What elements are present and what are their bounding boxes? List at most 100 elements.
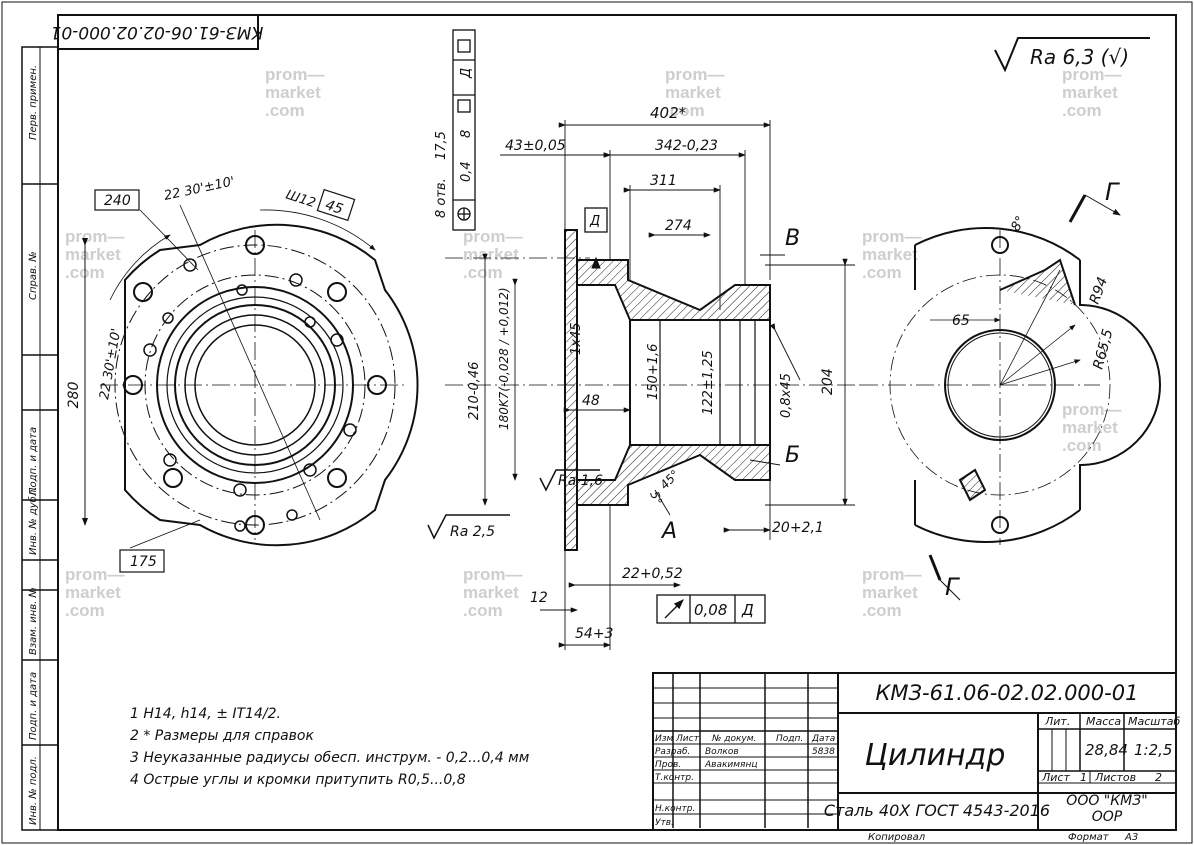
dim-12: 12 (530, 590, 548, 606)
dim-17-5: 17,5 (434, 131, 449, 160)
tb-role-utv: Утв. (655, 818, 674, 828)
label-g-bottom: Г (945, 573, 960, 601)
note-3: 3 Неуказанные радиусы обесп. инструм. - … (130, 750, 530, 766)
tb-material: Сталь 40Х ГОСТ 4543-2016 (824, 801, 1050, 820)
side-label-vzam: Взам. инв. № (28, 587, 39, 655)
designation-stamp: КМЗ-61.06-02.02.000-01 (51, 14, 264, 50)
title-block: КМЗ-61.06-02.02.000-01 Цилиндр Сталь 40Х… (652, 672, 1180, 843)
runout-datum: Д (741, 601, 754, 619)
dim-22: 22+0,52 (622, 566, 683, 582)
dim-342: 342-0,23 (655, 138, 718, 154)
svg-text:prom—: prom— (1062, 400, 1122, 419)
svg-text:prom—: prom— (862, 565, 922, 584)
svg-text:prom—: prom— (265, 65, 325, 84)
dim-20: 20+2,1 (772, 520, 824, 536)
svg-text:.com: .com (265, 101, 305, 120)
dim-204: 204 (820, 368, 836, 395)
side-label-inv: Инв. № подл. (28, 756, 39, 825)
designation-mirror: КМЗ-61.06-02.02.000-01 (51, 22, 264, 42)
dim-65: 65 (952, 313, 970, 329)
tb-format-label: Формат (1068, 832, 1110, 843)
r65-5: R65,5 (1090, 327, 1116, 371)
dim-43: 43±0,05 (505, 138, 566, 154)
side-label-sprav: Справ. № (28, 251, 39, 300)
svg-text:market: market (862, 245, 918, 264)
tb-date-razrab: 5838 (812, 747, 835, 757)
dim-angle-1: 22 30'±10' (163, 174, 236, 204)
tb-name: Цилиндр (865, 738, 1006, 773)
dim-angle-2: 22 30'±10' (97, 327, 124, 400)
tb-format: А3 (1124, 832, 1138, 843)
svg-text:market: market (65, 245, 121, 264)
angle-5: 5° (647, 489, 665, 507)
label-v: В (785, 226, 800, 251)
tb-role-list: Лист (675, 734, 700, 744)
svg-text:market: market (862, 583, 918, 602)
side-view-labels: Г Г 8° R94 65 R65,5 (945, 178, 1120, 601)
front-view (82, 204, 419, 549)
technical-notes: 1 H14, h14, ± IT14/2. 2 * Размеры для сп… (130, 706, 530, 788)
tb-role-izm: Изм (655, 734, 674, 744)
tb-sheets-label: Листов (1094, 771, 1136, 784)
holes-label: 8 отв. (434, 178, 449, 218)
dim-210: 210-0,46 (467, 362, 482, 420)
note-1: 1 H14, h14, ± IT14/2. (130, 706, 281, 722)
dim-45: 45 (323, 197, 345, 218)
ra-16: Ra 1,6 (558, 473, 603, 489)
tb-sheet: 1 (1080, 771, 1087, 784)
side-label-dubl: Инв. № дубл. (27, 487, 39, 555)
ra-25: Ra 2,5 (450, 524, 495, 540)
tb-role-doc: № докум. (711, 734, 756, 744)
r94: R94 (1087, 275, 1111, 306)
left-side-columns: Перв. примен. Справ. № Подп. и дата Инв.… (21, 46, 59, 831)
tol-flat: 8 (459, 130, 474, 138)
label-b: Б (785, 443, 800, 468)
svg-text:market: market (1062, 83, 1118, 102)
dim-402: 402* (650, 104, 687, 122)
tb-role-date: Дата (811, 734, 835, 744)
dim-150: 150+1,6 (646, 344, 661, 400)
dim-180: 180K7(-0,028 / +0,012) (497, 287, 511, 430)
angle-8: 8° (1008, 214, 1028, 234)
tb-mass-label: Масса (1086, 715, 1121, 728)
section-view-labels: 8 отв. 17,5 0,4 8 Д Д 402* 43±0,05 342-0… (434, 68, 836, 642)
svg-text:market: market (665, 83, 721, 102)
dim-311: 311 (650, 173, 677, 189)
tb-scale: 1:2,5 (1134, 741, 1172, 759)
svg-text:prom—: prom— (1062, 65, 1122, 84)
tb-dept: ООР (1092, 809, 1123, 825)
svg-text:market: market (1062, 418, 1118, 437)
tb-role-razrab: Разраб. (655, 747, 690, 757)
svg-text:.com: .com (1062, 101, 1102, 120)
tb-scale-label: Масштаб (1128, 715, 1180, 728)
svg-text:.com: .com (1062, 436, 1102, 455)
datum-d-box: Д (589, 214, 600, 229)
chamfer: 1х45 (569, 322, 584, 355)
tb-mass: 28,84 (1085, 741, 1128, 759)
svg-text:prom—: prom— (65, 227, 125, 246)
svg-text:.com: .com (463, 601, 503, 620)
label-a: А (660, 519, 677, 544)
svg-text:prom—: prom— (665, 65, 725, 84)
side-label-perv: Перв. примен. (28, 65, 39, 140)
side-label-podp2: Подп. и дата (28, 672, 39, 740)
roughness-text: Ra 6,3 (√) (1030, 45, 1129, 69)
side-view (860, 194, 1161, 601)
svg-text:.com: .com (862, 601, 902, 620)
watermarks: prom—market.com prom—market.com prom—mar… (65, 65, 1122, 620)
tb-copied: Копировал (868, 832, 926, 843)
svg-text:market: market (265, 83, 321, 102)
tb-lit-label: Лит. (1044, 715, 1070, 728)
svg-text:.com: .com (65, 601, 105, 620)
dim-48: 48 (582, 393, 600, 409)
tb-role-sign: Подп. (776, 734, 803, 744)
dim-175: 175 (130, 554, 157, 570)
svg-text:prom—: prom— (463, 565, 523, 584)
dim-thread: Ш12 (284, 188, 318, 212)
tb-company: ООО "КМЗ" (1066, 793, 1147, 809)
runout-value: 0,08 (694, 601, 727, 619)
tb-role-tkontr: Т.контр. (655, 773, 694, 783)
tb-role-nkontr: Н.контр. (655, 804, 695, 814)
dim-122: 122±1,25 (701, 350, 716, 415)
